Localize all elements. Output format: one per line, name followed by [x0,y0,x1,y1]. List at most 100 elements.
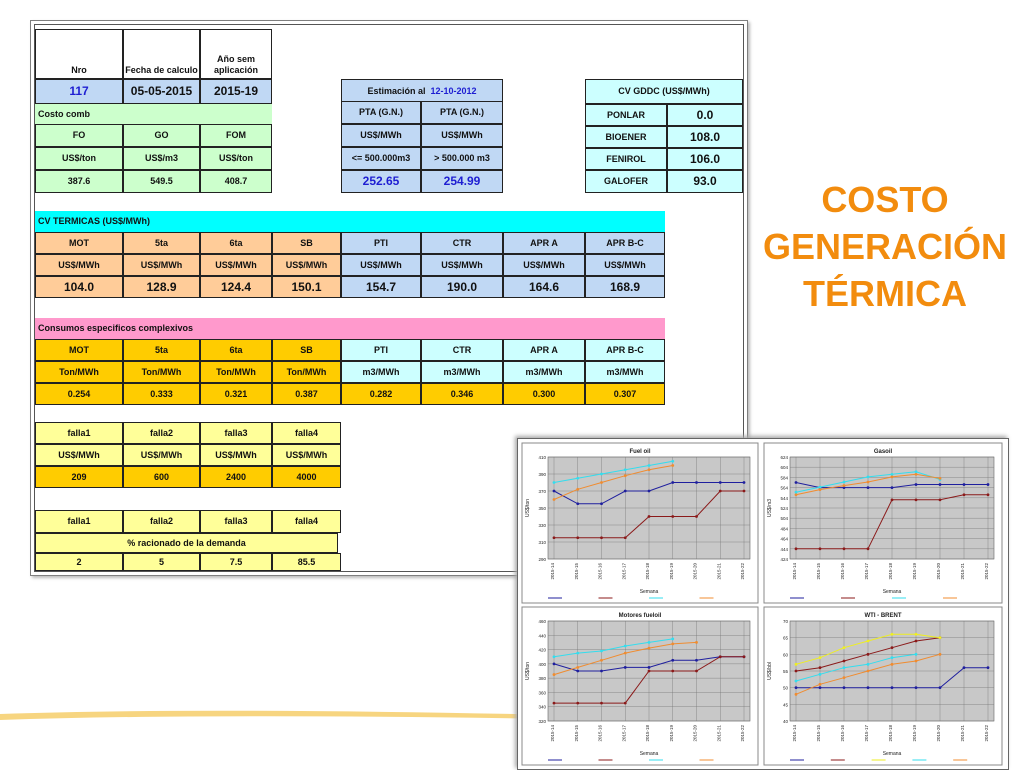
y-tick-label: 310 [538,540,546,545]
x-tick-label: 2015-21 [716,725,721,742]
series-point [552,489,556,493]
estimacion-range: > 500.000 m3 [421,147,503,170]
series-point [647,641,651,644]
cv-termicas-label: CV TERMICAS (US$/MWh) [35,211,665,232]
y-tick-label: 330 [538,523,546,528]
consumos-value: 0.333 [123,383,200,405]
x-tick-label: 2015-17 [621,725,626,742]
cv-gddc-value: 0.0 [667,104,743,126]
series-point [794,669,798,673]
cv-termicas-value: 168.9 [585,276,665,298]
series-point [866,652,870,656]
x-tick-label: 2015-22 [740,725,745,742]
cv-termicas-header: APR B-C [585,232,665,254]
series-point [600,669,603,673]
series-line [553,460,673,483]
series-point [623,701,627,705]
y-tick-label: 45 [783,702,789,707]
cv-gddc-name: BIOENER [585,126,667,148]
costo-comb-header: FO [35,124,123,147]
series-point [742,481,746,484]
x-tick-label: 2015-17 [621,563,626,580]
series-point [576,502,580,506]
y-tick-label: 350 [538,506,546,511]
estimacion-unit: US$/MWh [421,124,503,147]
cv-termicas-unit: US$/MWh [35,254,123,276]
series-point [794,686,798,690]
consumos-header: APR B-C [585,339,665,361]
cv-termicas-value: 104.0 [35,276,123,298]
series-point [890,486,894,489]
series-point [866,480,870,484]
estimacion-label: Estimación al [367,86,426,96]
x-tick-label: 2015-14 [550,725,555,742]
consumos-header: 5ta [123,339,200,361]
racionado-label: % racionado de la demanda [35,533,338,553]
y-tick-label: 624 [780,455,788,460]
consumos-value: 0.282 [341,383,421,405]
fallas-value: 209 [35,466,123,488]
consumos-unit: m3/MWh [585,361,665,383]
y-tick-label: 484 [780,526,788,531]
consumos-unit: m3/MWh [503,361,585,383]
cv-gddc-value: 93.0 [667,170,743,193]
slide-title-line: TÉRMICA [803,273,967,314]
x-tick-label: 2015-21 [716,563,721,580]
x-tick-label: 2015-16 [598,563,603,580]
chart-panel-1: Gasoil6246045845645445245044844644444242… [763,442,1003,604]
fallas-header: falla4 [272,422,341,444]
fecha-value: 05-05-2015 [123,79,200,104]
series-point [742,655,746,659]
consumos-header: PTI [341,339,421,361]
y-tick-label: 380 [538,676,546,681]
series-point [842,659,846,663]
series-point [986,483,990,486]
series-point [552,481,556,484]
nro-value: 117 [35,79,123,104]
series-point [600,502,603,506]
chart-title: Gasoil [874,449,893,455]
costo-comb-unit: US$/ton [200,147,272,170]
consumos-header: SB [272,339,341,361]
series-point [914,686,918,690]
series-point [552,655,556,659]
consumos-value: 0.300 [503,383,585,405]
cv-gddc-value: 106.0 [667,148,743,170]
series-point [890,472,894,476]
y-tick-label: 504 [780,516,788,521]
series-point [986,493,990,497]
x-tick-label: 2015-17 [864,725,869,742]
consumos-header: MOT [35,339,123,361]
x-tick-label: 2015-18 [888,725,893,742]
y-axis-label: US$/bbl [767,662,773,680]
series-point [576,701,580,705]
series-point [647,669,651,673]
cv-gddc-name: GALOFER [585,170,667,193]
consumos-header: APR A [503,339,585,361]
series-point [818,672,822,676]
cv-gddc-name: FENIROL [585,148,667,170]
y-tick-label: 524 [780,506,788,511]
series-point [866,639,870,643]
costo-comb-label: Costo comb [35,104,272,124]
x-tick-label: 2015-16 [840,725,845,742]
consumos-unit: Ton/MWh [35,361,123,383]
estimacion-unit: US$/MWh [341,124,421,147]
series-point [552,662,556,666]
cv-termicas-header: SB [272,232,341,254]
cv-gddc-label: CV GDDC (US$/MWh) [585,79,743,104]
y-tick-label: 440 [538,633,546,638]
series-point [818,488,822,492]
spreadsheet-grid: Nro Fecha de calculo Año sem aplicación … [34,24,744,572]
fallas-value: 600 [123,466,200,488]
y-tick-label: 424 [780,557,788,562]
series-point [914,498,918,502]
series-point [842,676,846,680]
x-tick-label: 2015-15 [816,563,821,580]
series-point [794,481,798,484]
x-tick-label: 2015-21 [960,563,965,580]
y-tick-label: 604 [780,465,788,470]
x-tick-label: 2015-20 [693,725,698,742]
